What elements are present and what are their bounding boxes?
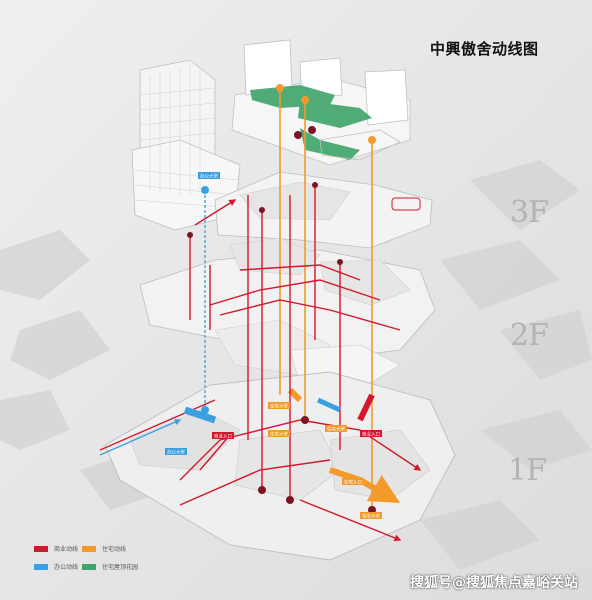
escalator-icon <box>259 207 265 213</box>
escalator-icon <box>301 416 309 424</box>
elevator-icon <box>201 186 209 194</box>
floor-label-2f: 2F <box>510 318 548 353</box>
legend: 商业动线 住宅动线 办公动线 住宅屋顶花园 <box>34 544 234 574</box>
elevator-icon <box>301 96 309 104</box>
elevator-icon <box>368 136 376 144</box>
watermark: 搜狐号@搜狐焦点嘉峪关站 <box>410 575 578 591</box>
tag-residential-lobby-4: 住宅大堂 <box>360 512 382 520</box>
page-title: 中興傲舍动线图 <box>430 40 539 58</box>
floor-label-3f: 3F <box>510 195 548 230</box>
elevator-icon <box>201 406 209 414</box>
escalator-icon <box>337 259 343 265</box>
legend-item-office: 办公动线 <box>34 562 78 571</box>
background-city <box>0 160 592 570</box>
tag-office-lobby-top: 办公大堂 <box>198 172 220 180</box>
svg-text:住宅大堂: 住宅大堂 <box>362 513 380 520</box>
tag-commercial-entry-2: 商业入口 <box>360 430 382 438</box>
legend-item-residential: 住宅动线 <box>82 544 126 553</box>
svg-text:商业入口: 商业入口 <box>214 433 232 440</box>
commercial-circulation <box>99 185 422 542</box>
legend-label-office: 办公动线 <box>54 564 79 571</box>
escalator-icon <box>187 232 193 238</box>
svg-text:住宅大堂: 住宅大堂 <box>327 426 345 433</box>
elevator-markers <box>187 84 376 514</box>
office-circulation <box>99 190 342 456</box>
escalator-icon <box>258 486 266 494</box>
tag-residential-lobby-2: 住宅大堂 <box>268 430 290 438</box>
tag-office-lobby-1f: 办公大堂 <box>165 448 187 456</box>
tag-residential-entry: 住宅入口 <box>342 478 364 486</box>
legend-label-garden: 住宅屋顶花园 <box>102 564 139 571</box>
svg-text:办公大堂: 办公大堂 <box>167 449 185 456</box>
legend-label-residential: 住宅动线 <box>102 546 127 553</box>
svg-text:住宅入口: 住宅入口 <box>344 479 362 486</box>
escalator-icon <box>294 131 302 139</box>
svg-text:商业入口: 商业入口 <box>362 431 380 438</box>
svg-text:办公大堂: 办公大堂 <box>200 173 218 180</box>
escalator-icon <box>312 182 318 188</box>
legend-swatch-office <box>34 563 48 570</box>
legend-item-garden: 住宅屋顶花园 <box>82 562 138 571</box>
legend-label-commercial: 商业动线 <box>54 546 79 553</box>
tag-residential-lobby-3: 住宅大堂 <box>325 425 347 433</box>
svg-text:住宅大堂: 住宅大堂 <box>270 431 288 438</box>
tag-residential-lobby-1: 住宅大堂 <box>268 402 290 410</box>
legend-item-commercial: 商业动线 <box>34 544 78 553</box>
roof-level <box>231 39 411 166</box>
legend-swatch-garden <box>82 563 96 570</box>
legend-swatch-residential <box>82 545 96 552</box>
elevator-icon <box>276 84 284 92</box>
office-tower <box>131 59 241 231</box>
floor-label-1f: 1F <box>508 453 546 488</box>
legend-swatch-commercial <box>34 545 48 552</box>
route-tags: 办公大堂 办公大堂 住宅大堂 住宅大堂 住宅大堂 住宅大堂 住宅入口 商业入口 <box>165 172 382 520</box>
tag-commercial-entry-1: 商业入口 <box>212 432 234 440</box>
floor-3f-slab <box>214 171 433 249</box>
escalator-icon <box>308 126 316 134</box>
svg-text:住宅大堂: 住宅大堂 <box>270 403 288 410</box>
roof-garden <box>250 85 372 160</box>
escalator-icon <box>286 496 294 504</box>
